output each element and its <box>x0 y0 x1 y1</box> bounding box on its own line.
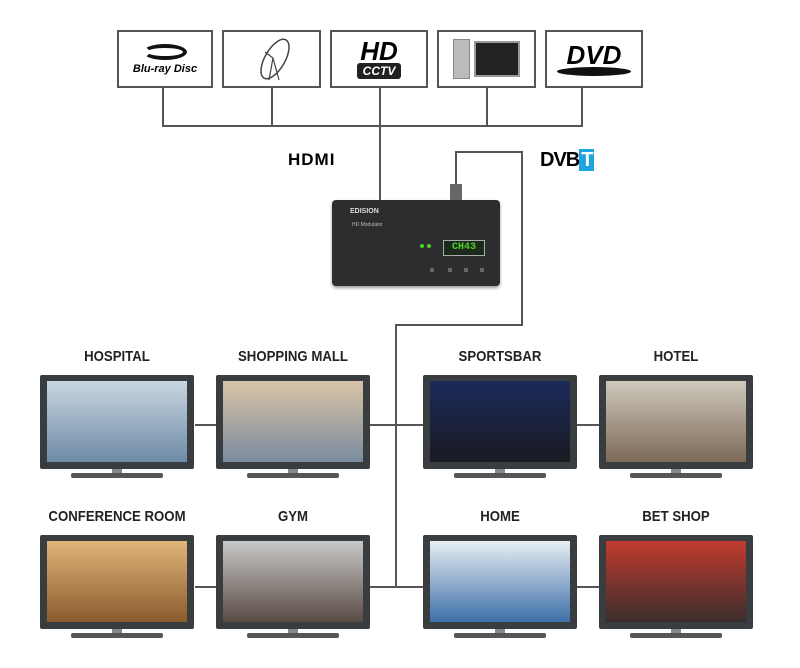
bluray-source: Blu-ray Disc <box>117 30 213 88</box>
satellite-dish-icon <box>259 38 290 81</box>
tv-neck <box>671 629 681 633</box>
computer-source <box>437 30 536 88</box>
bluray-logo-icon <box>143 43 187 60</box>
location-label-home: HOME <box>480 508 520 525</box>
tv-bezel <box>40 375 194 469</box>
location-label-gym: GYM <box>277 508 309 525</box>
tv-gym <box>216 535 370 638</box>
location-label-bet-shop: BET SHOP <box>642 508 710 525</box>
device-brand: EDISION <box>350 208 379 215</box>
tv-neck <box>112 629 122 633</box>
status-leds <box>420 244 424 248</box>
disc-icon <box>557 66 631 76</box>
tv-hotel <box>599 375 753 478</box>
tv-stand <box>630 633 722 638</box>
hd-label: HD <box>360 36 398 66</box>
tv-neck <box>112 469 122 473</box>
channel-display: CH43 <box>443 240 485 256</box>
pc-tower-icon <box>453 39 470 79</box>
tv-stand <box>247 473 339 478</box>
location-label-hotel: HOTEL <box>653 348 699 365</box>
dvd-source: DVD <box>545 30 643 88</box>
tv-screen-image <box>47 381 187 462</box>
tv-bezel <box>599 375 753 469</box>
cctv-source: HD CCTV <box>330 30 428 88</box>
control-buttons[interactable] <box>430 268 434 272</box>
tv-stand <box>247 633 339 638</box>
antenna-connector <box>450 184 462 202</box>
tv-stand <box>454 473 546 478</box>
cctv-label: CCTV <box>356 63 402 79</box>
tv-screen-image <box>47 541 187 622</box>
tv-bezel <box>216 375 370 469</box>
tv-neck <box>495 469 505 473</box>
monitor-icon <box>474 41 520 77</box>
location-label-shopping-mall: SHOPPING MALL <box>237 348 348 365</box>
location-label-conference-room: CONFERENCE ROOM <box>48 508 186 525</box>
tv-bezel <box>423 535 577 629</box>
dvbt-main: DVB <box>540 149 580 171</box>
dvbt-accent: T <box>579 149 595 171</box>
hdmi-label: HDMI <box>288 150 336 169</box>
tv-neck <box>288 469 298 473</box>
tv-stand <box>71 473 163 478</box>
satellite-source <box>222 30 321 88</box>
tv-screen-image <box>606 381 746 462</box>
tv-screen-image <box>430 541 570 622</box>
tv-screen-image <box>430 381 570 462</box>
dvd-label: DVD <box>566 39 622 70</box>
tv-screen-image <box>223 541 363 622</box>
bluray-label: Blu-ray Disc <box>132 62 198 75</box>
tv-screen-image <box>606 541 746 622</box>
device-model: HD Modulator <box>352 222 383 228</box>
tv-stand <box>454 633 546 638</box>
tv-shopping-mall <box>216 375 370 478</box>
location-label-sportsbar: SPORTSBAR <box>458 348 542 365</box>
tv-neck <box>495 629 505 633</box>
tv-screen-image <box>223 381 363 462</box>
tv-bet-shop <box>599 535 753 638</box>
tv-conference-room <box>40 535 194 638</box>
tv-home <box>423 535 577 638</box>
tv-sportsbar <box>423 375 577 478</box>
tv-stand <box>71 633 163 638</box>
tv-neck <box>671 469 681 473</box>
tv-bezel <box>599 535 753 629</box>
tv-stand <box>630 473 722 478</box>
location-label-hospital: HOSPITAL <box>84 348 150 365</box>
tv-hospital <box>40 375 194 478</box>
tv-bezel <box>423 375 577 469</box>
hd-modulator-device: EDISION HD Modulator CH43 <box>332 200 500 286</box>
tv-bezel <box>40 535 194 629</box>
tv-neck <box>288 629 298 633</box>
tv-bezel <box>216 535 370 629</box>
